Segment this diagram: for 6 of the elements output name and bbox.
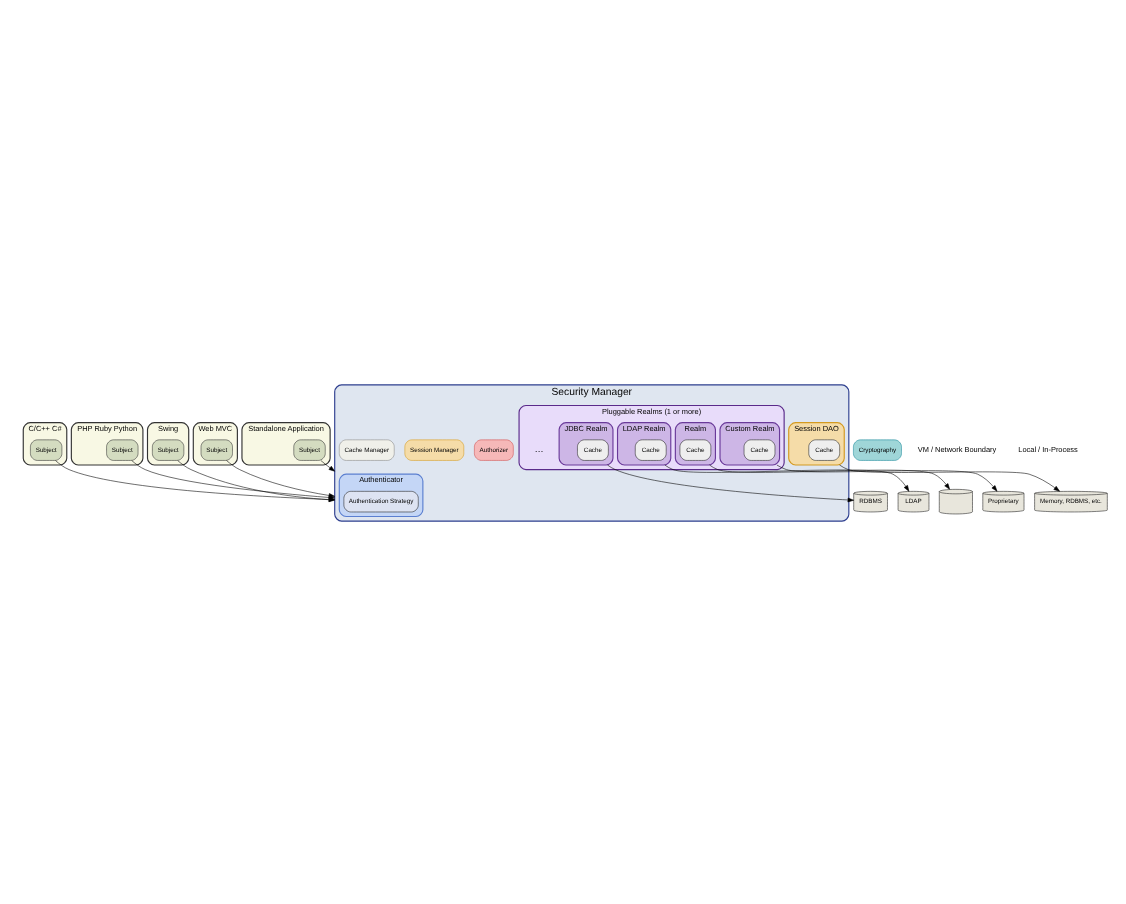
arrow	[607, 463, 854, 502]
arrow	[709, 463, 950, 489]
arrow	[776, 463, 998, 491]
arrow	[839, 463, 1060, 491]
arrow	[664, 463, 910, 491]
arrow	[320, 459, 335, 471]
